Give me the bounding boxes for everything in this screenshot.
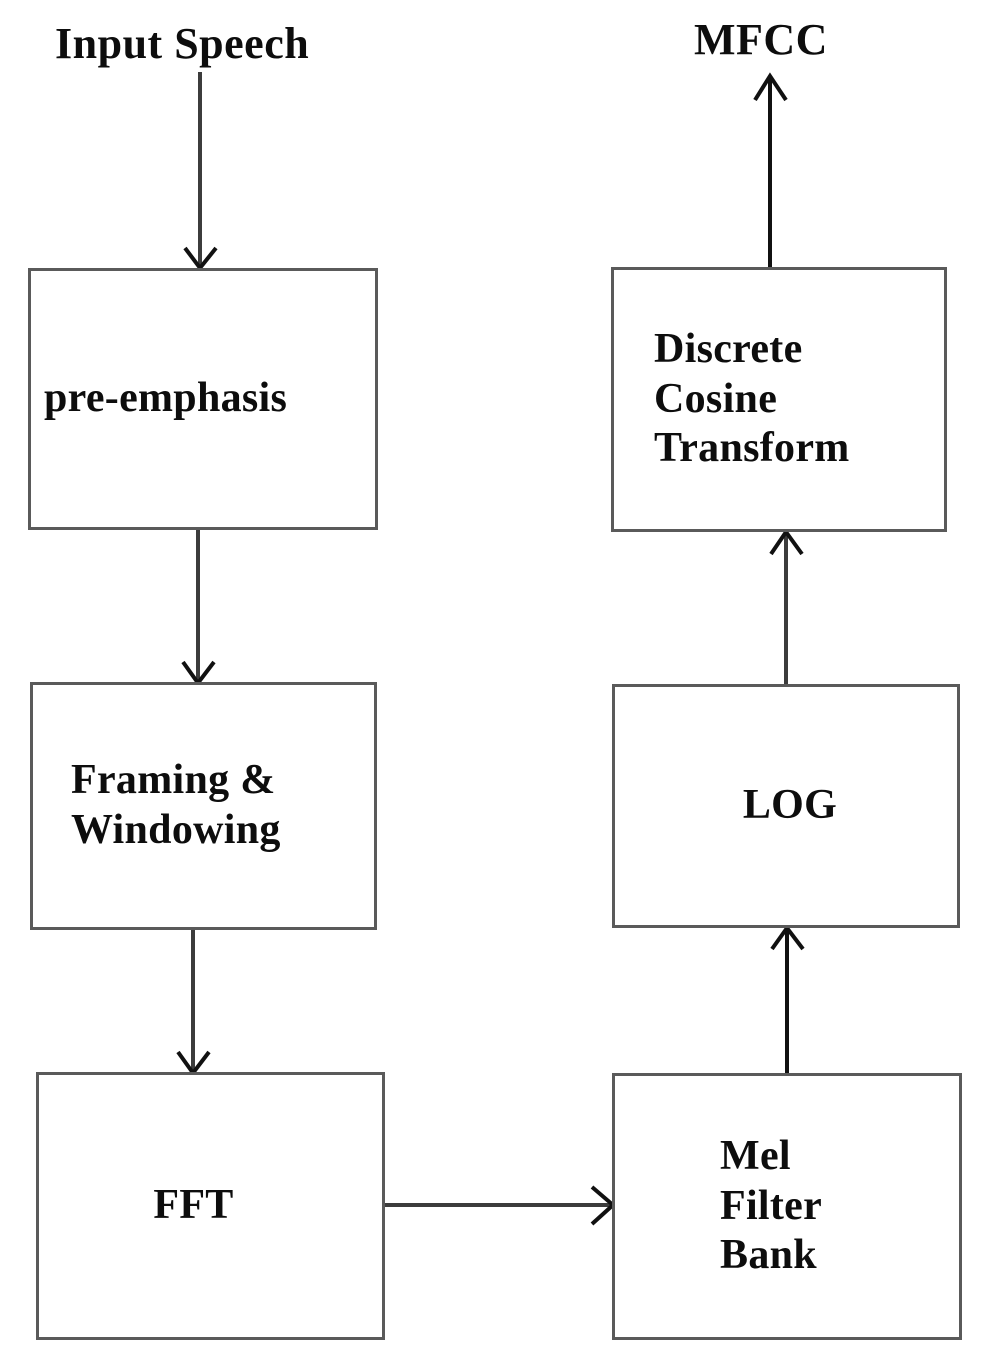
node-log-label: LOG <box>742 782 838 829</box>
node-fft[interactable]: FFT <box>36 1072 385 1340</box>
input-speech-label: Input Speech <box>55 19 310 68</box>
arrow-log-to-discrete-cosine-transform <box>769 528 820 688</box>
arrow-mel-filter-bank-to-log <box>770 924 821 1076</box>
node-mel-filter-bank[interactable]: Mel Filter Bank <box>612 1073 962 1340</box>
node-mel-filter-bank-label: Mel Filter Bank <box>720 1133 823 1279</box>
node-discrete-cosine-transform[interactable]: Discrete Cosine Transform <box>611 267 947 532</box>
node-fft-label: FFT <box>153 1182 234 1229</box>
arrow-input-speech-to-pre-emphasis <box>183 72 235 272</box>
node-pre-emphasis[interactable]: pre-emphasis <box>28 268 378 530</box>
node-discrete-cosine-transform-label: Discrete Cosine Transform <box>654 326 850 472</box>
arrow-framing-to-fft <box>176 928 228 1077</box>
arrow-discrete-cosine-transform-to-mfcc <box>753 72 804 272</box>
arrow-fft-to-mel-filter-bank <box>382 1185 622 1235</box>
node-pre-emphasis-label: pre-emphasis <box>44 375 288 422</box>
node-log[interactable]: LOG <box>612 684 960 928</box>
arrow-pre-emphasis-to-framing <box>181 528 233 687</box>
node-framing-windowing-label: Framing & Windowing <box>71 757 281 853</box>
mfcc-label: MFCC <box>694 15 828 64</box>
node-framing-windowing[interactable]: Framing & Windowing <box>30 682 377 930</box>
